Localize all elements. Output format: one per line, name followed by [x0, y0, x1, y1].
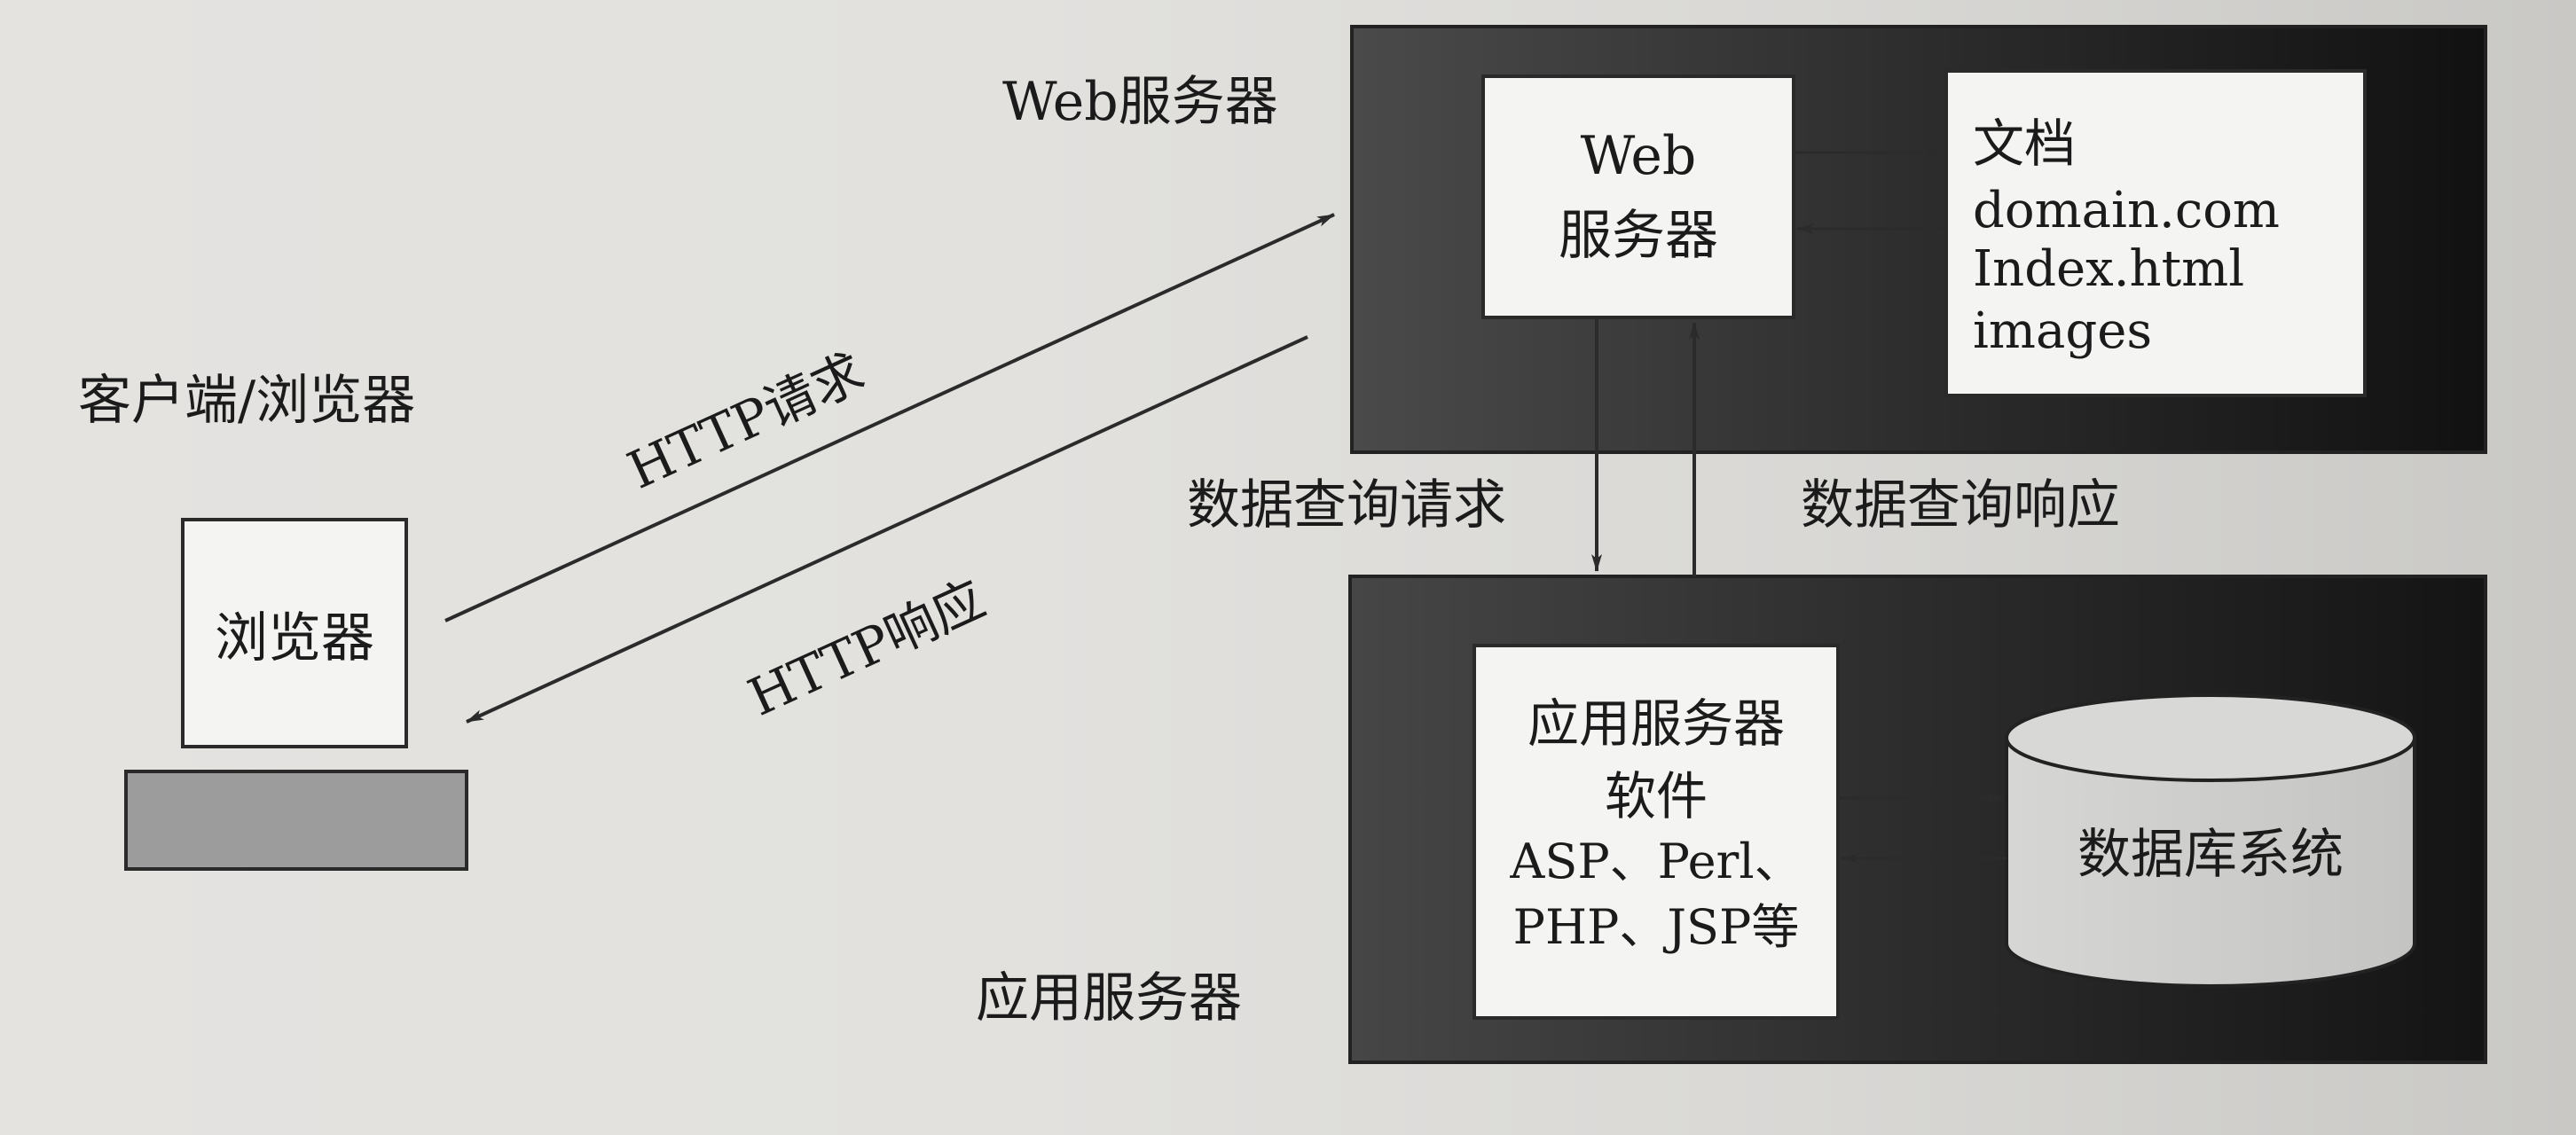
- client-title: 客户端/浏览器: [78, 370, 415, 432]
- web-server-inner-box: [1481, 74, 1795, 319]
- documents-line-1: 文档: [1973, 114, 2076, 174]
- documents-box: [1944, 69, 2367, 397]
- app-software-line-2: 软件: [1605, 766, 1708, 826]
- db-query-request-label: 数据查询请求: [1187, 474, 1506, 536]
- app-server-panel: 应用服务器 软件 ASP、Perl、 PHP、JSP等 数据库系统: [1348, 575, 2487, 1064]
- http-request-arrow: [444, 213, 1335, 622]
- app-software-line-3: ASP、Perl、: [1509, 834, 1802, 889]
- app-server-title: 应用服务器: [976, 967, 1242, 1029]
- app-software-line-1: 应用服务器: [1528, 693, 1785, 754]
- http-response-arrow: [466, 335, 1308, 724]
- documents-line-4: images: [1973, 302, 2152, 360]
- web-server-panel: Web 服务器 文档 domain.com Index.html images: [1350, 25, 2487, 454]
- web-server-title: Web服务器: [1002, 71, 1278, 133]
- http-request-label: HTTP请求: [619, 341, 874, 501]
- http-response-label: HTTP响应: [740, 568, 994, 728]
- app-software-box: [1473, 644, 1840, 1020]
- database-label: 数据库系统: [2077, 824, 2344, 886]
- db-query-response-label: 数据查询响应: [1801, 474, 2120, 536]
- app-software-line-4: PHP、JSP等: [1513, 899, 1800, 955]
- documents-line-3: Index.html: [1973, 240, 2244, 298]
- client-computer: 浏览器: [124, 518, 468, 871]
- browser-monitor: [181, 518, 408, 748]
- monitor-base: [124, 770, 468, 871]
- web-server-inner-label-line1: Web: [1581, 125, 1697, 187]
- documents-line-2: domain.com: [1973, 182, 2280, 239]
- web-server-inner-label-line2: 服务器: [1559, 205, 1718, 267]
- browser-label: 浏览器: [215, 607, 374, 669]
- database-cylinder: [2005, 693, 2416, 988]
